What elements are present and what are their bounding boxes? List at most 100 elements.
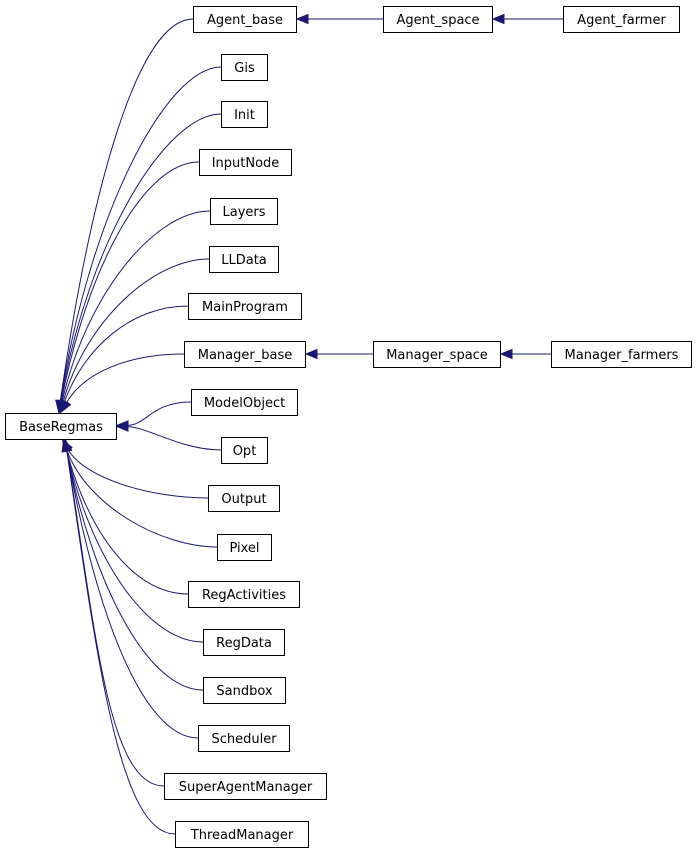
node-label: SuperAgentManager — [179, 780, 313, 795]
edge-line — [59, 66, 222, 403]
node-box — [221, 437, 268, 464]
node-init[interactable]: Init — [221, 101, 268, 128]
node-scheduler[interactable]: Scheduler — [198, 725, 290, 752]
edge-arrowhead — [60, 399, 72, 414]
node-label: ModelObject — [204, 396, 285, 411]
edge-arrowhead — [491, 13, 505, 25]
edge-scheduler-to-baseregmas — [61, 438, 199, 739]
node-label: ThreadManager — [190, 828, 294, 843]
node-label: Init — [234, 108, 255, 123]
node-label: Agent_space — [396, 13, 479, 28]
node-label: Gis — [234, 61, 255, 76]
edge-line — [66, 449, 165, 787]
edge-inputnode-to-baseregmas — [56, 161, 200, 414]
node-label: Manager_farmers — [565, 348, 679, 363]
node-box — [193, 6, 297, 33]
node-label: Manager_space — [386, 348, 488, 363]
node-label: Sandbox — [216, 684, 273, 699]
node-box — [383, 6, 493, 33]
node-label: Layers — [222, 205, 265, 220]
edge-line — [66, 449, 199, 739]
edge-line — [126, 426, 222, 451]
node-box — [217, 534, 272, 561]
node-lldata[interactable]: LLData — [209, 246, 279, 273]
edge-arrowhead — [115, 421, 129, 432]
node-box — [203, 629, 285, 656]
node-box — [209, 246, 279, 273]
edge-threadmanager-to-baseregmas — [61, 438, 176, 835]
node-agent-space[interactable]: Agent_space — [383, 6, 493, 33]
edge-arrowhead — [304, 348, 318, 360]
edge-line — [63, 305, 189, 403]
node-threadmanager[interactable]: ThreadManager — [175, 821, 309, 848]
node-box — [5, 413, 117, 440]
node-mainprogram[interactable]: MainProgram — [188, 293, 302, 320]
edge-agent-farmer-to-agent-space — [491, 13, 563, 25]
edge-line — [67, 448, 209, 499]
node-box — [164, 773, 327, 800]
edge-line — [65, 353, 185, 404]
node-box — [188, 581, 300, 608]
node-box — [551, 341, 692, 368]
node-label: Output — [221, 492, 266, 507]
node-output[interactable]: Output — [208, 485, 280, 512]
edge-manager-farmers-to-manager-space — [499, 348, 551, 360]
node-label: BaseRegmas — [19, 420, 103, 435]
node-superagentmanager[interactable]: SuperAgentManager — [164, 773, 327, 800]
node-modelobject[interactable]: ModelObject — [191, 389, 298, 416]
node-gis[interactable]: Gis — [221, 54, 268, 81]
node-agent-base[interactable]: Agent_base — [193, 6, 297, 33]
node-manager-space[interactable]: Manager_space — [373, 341, 501, 368]
node-manager-base[interactable]: Manager_base — [184, 341, 306, 368]
node-box — [210, 198, 278, 225]
edge-line — [61, 210, 211, 403]
node-regdata[interactable]: RegData — [203, 629, 285, 656]
node-sandbox[interactable]: Sandbox — [203, 677, 286, 704]
node-label: RegActivities — [202, 588, 286, 603]
edge-line — [66, 449, 218, 548]
edge-line — [65, 449, 189, 595]
node-box — [373, 341, 501, 368]
node-label: Opt — [233, 444, 257, 459]
node-manager-farmers[interactable]: Manager_farmers — [551, 341, 692, 368]
edge-agent-space-to-agent-base — [295, 13, 383, 25]
node-label: Pixel — [229, 541, 259, 556]
node-inputnode[interactable]: InputNode — [199, 149, 292, 176]
node-baseregmas[interactable]: BaseRegmas — [5, 413, 117, 440]
edge-opt-to-baseregmas — [115, 421, 222, 451]
edge-line — [62, 258, 210, 403]
node-box — [221, 54, 268, 81]
node-label: InputNode — [212, 156, 280, 171]
node-box — [208, 485, 280, 512]
edge-line — [60, 161, 200, 403]
edge-pixel-to-baseregmas — [62, 438, 218, 548]
edge-output-to-baseregmas — [62, 438, 209, 499]
node-regactivities[interactable]: RegActivities — [188, 581, 300, 608]
edge-line — [60, 113, 222, 403]
node-opt[interactable]: Opt — [221, 437, 268, 464]
node-label: MainProgram — [202, 300, 288, 315]
nodes-layer: BaseRegmas Agent_base Agent_space Agent_far… — [5, 6, 692, 848]
node-label: Agent_base — [207, 13, 283, 28]
node-box — [184, 341, 306, 368]
edge-arrowhead — [295, 13, 309, 25]
node-label: Manager_base — [198, 348, 292, 363]
node-box — [175, 821, 309, 848]
node-label: Agent_farmer — [577, 13, 666, 28]
edge-line — [126, 401, 192, 426]
node-layers[interactable]: Layers — [210, 198, 278, 225]
edge-arrowhead — [499, 348, 513, 360]
edge-manager-space-to-manager-base — [304, 348, 373, 360]
node-pixel[interactable]: Pixel — [217, 534, 272, 561]
edge-manager-base-to-baseregmas — [60, 353, 185, 414]
edge-line — [65, 449, 204, 643]
edge-line — [66, 449, 204, 691]
node-box — [188, 293, 302, 320]
node-agent-farmer[interactable]: Agent_farmer — [563, 6, 680, 33]
node-label: LLData — [221, 253, 267, 268]
node-label: Scheduler — [211, 732, 277, 747]
node-box — [203, 677, 286, 704]
edges-layer — [55, 13, 563, 835]
node-box — [191, 389, 298, 416]
